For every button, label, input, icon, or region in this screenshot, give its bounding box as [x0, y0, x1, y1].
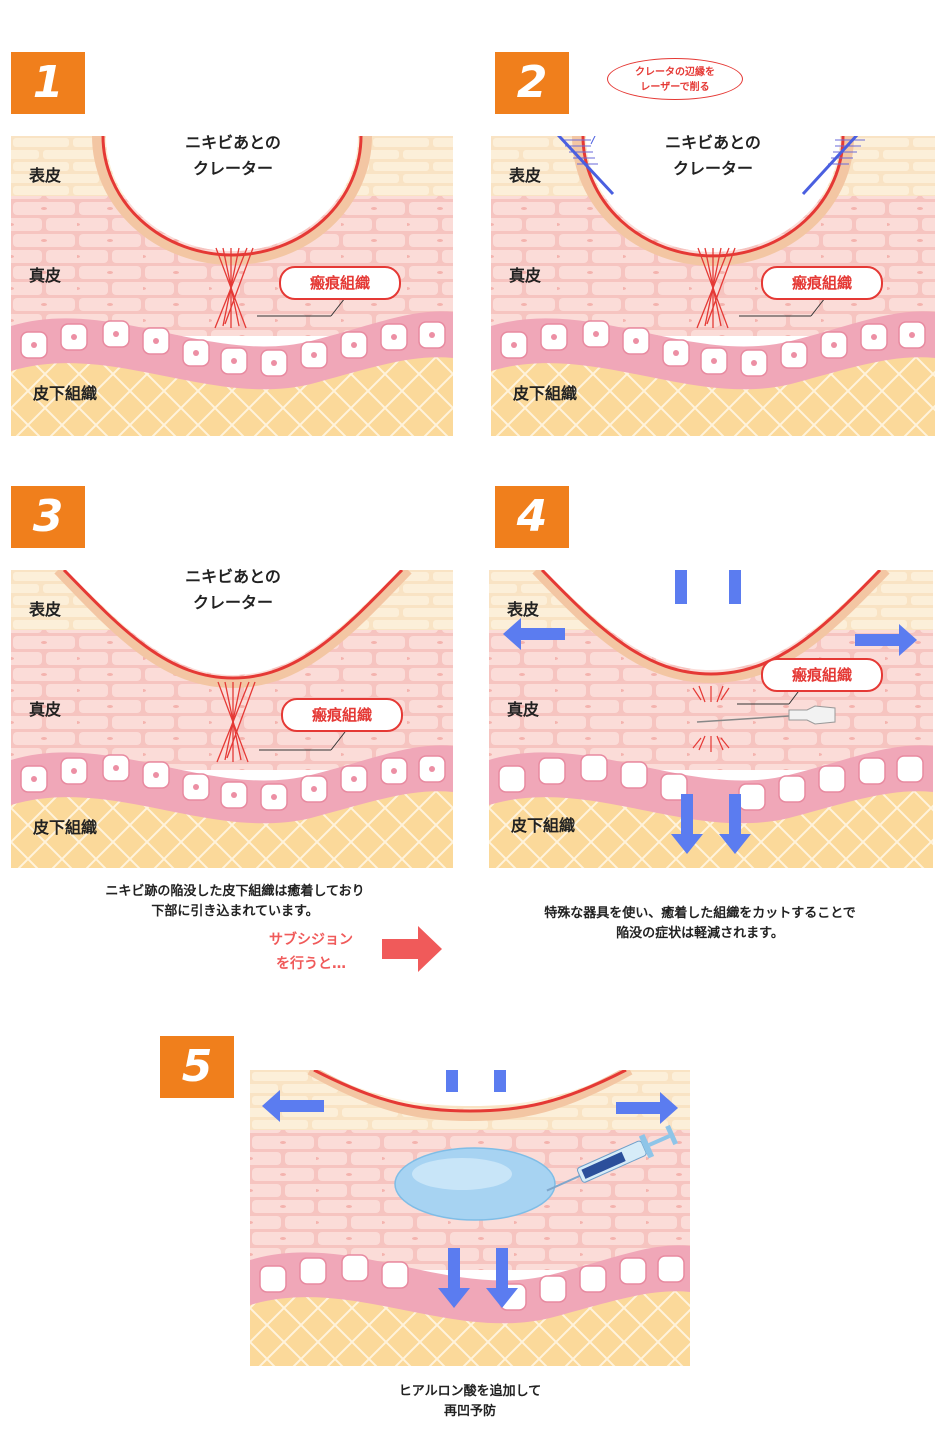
- step-badge-3: 3: [11, 486, 85, 548]
- step-badge-2: 2: [495, 52, 569, 114]
- scar-tissue-label: 瘢痕組織: [281, 698, 403, 732]
- dermis-label: 真皮: [29, 266, 62, 285]
- panel-5-caption: ヒアルロン酸を追加して 再凹予防: [398, 1384, 542, 1419]
- skin-diagram-4: [489, 570, 933, 868]
- subcutaneous-label: 皮下組織: [33, 818, 98, 837]
- skin-diagram-2: [491, 136, 935, 436]
- skin-diagram-3: [11, 570, 453, 868]
- subcutaneous-label: 皮下組織: [33, 384, 98, 403]
- skin-diagram-5: [250, 1070, 690, 1366]
- crater-label: ニキビあとの クレーター: [665, 133, 761, 178]
- dermis-label: 真皮: [509, 266, 542, 285]
- laser-note: クレータの辺縁を レーザーで削る: [607, 58, 743, 100]
- subcutaneous-label: 皮下組織: [511, 816, 576, 835]
- step-badge-5: 5: [160, 1036, 234, 1098]
- panel-3: 3 ニキビあとの クレーター 表皮 真皮 皮下組織 瘢痕組織: [11, 486, 453, 868]
- crater-label: ニキビあとの クレーター: [185, 567, 281, 612]
- epidermis-label: 表皮: [29, 600, 62, 619]
- next-step-arrow: [382, 926, 442, 972]
- step-badge-1: 1: [11, 52, 85, 114]
- dermis-label: 真皮: [507, 700, 540, 719]
- dermis-label: 真皮: [29, 700, 62, 719]
- epidermis-label: 表皮: [507, 600, 540, 619]
- crater-label: ニキビあとの クレーター: [185, 133, 281, 178]
- panel-3-caption: ニキビ跡の陥没した皮下組織は癒着しており 下部に引き込まれています。: [105, 884, 365, 919]
- panel-1: 1 ニキビあとの クレーター 表皮 真皮 皮下組織 瘢痕組織: [11, 52, 453, 436]
- scar-tissue-label: 瘢痕組織: [761, 266, 883, 300]
- panel-5: 5: [160, 1036, 690, 1366]
- scar-tissue-label: 瘢痕組織: [761, 658, 883, 692]
- scar-tissue-label: 瘢痕組織: [279, 266, 401, 300]
- subcision-caption: サブシジョン を行うと…: [269, 932, 353, 972]
- step-badge-4: 4: [495, 486, 569, 548]
- panel-4: 4 表皮 真皮 皮下組織 瘢痕組織: [489, 486, 933, 868]
- panel-2: 2 クレータの辺縁を レーザーで削る ニキビあとの クレーター 表皮 真皮 皮下…: [491, 52, 935, 436]
- epidermis-label: 表皮: [29, 166, 62, 185]
- panel-4-caption: 特殊な器具を使い、癒着した組織をカットすることで 陥没の症状は軽減されます。: [544, 906, 856, 941]
- subcutaneous-label: 皮下組織: [513, 384, 578, 403]
- epidermis-label: 表皮: [509, 166, 542, 185]
